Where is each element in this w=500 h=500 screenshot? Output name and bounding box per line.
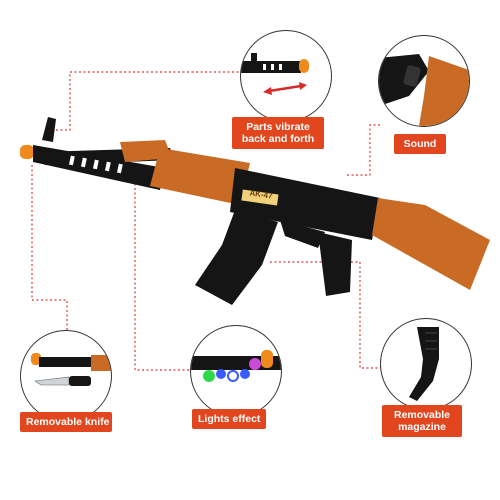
lower-handguard	[150, 148, 250, 205]
feature-circle-magazine	[380, 318, 472, 410]
leader-line-knife	[31, 165, 68, 335]
leader-line-lights	[134, 170, 190, 371]
leader-line-vibrate	[47, 71, 245, 131]
leader-line-magazine	[270, 261, 382, 369]
muzzle-tip	[20, 145, 34, 159]
label-knife: Removable knife	[20, 412, 112, 432]
feature-circle-sound	[378, 35, 470, 127]
receiver	[230, 168, 380, 240]
pistol-grip	[318, 232, 352, 296]
knife-detail-image	[31, 353, 111, 386]
lights-detail-image	[191, 350, 281, 382]
label-magazine: Removable magazine	[382, 405, 462, 437]
feature-circle-knife	[20, 330, 112, 422]
stock	[372, 198, 490, 290]
feature-circle-lights	[190, 325, 282, 417]
magazine-detail-image	[409, 327, 439, 401]
label-vibrate: Parts vibrate back and forth	[232, 117, 324, 149]
label-lights: Lights effect	[192, 409, 266, 429]
sound-detail-image	[379, 54, 469, 126]
feature-circle-vibrate	[240, 30, 332, 122]
vibrate-detail-image	[241, 53, 309, 95]
label-sound: Sound	[394, 134, 446, 154]
magazine	[195, 210, 278, 305]
leader-line-sound	[345, 124, 380, 176]
